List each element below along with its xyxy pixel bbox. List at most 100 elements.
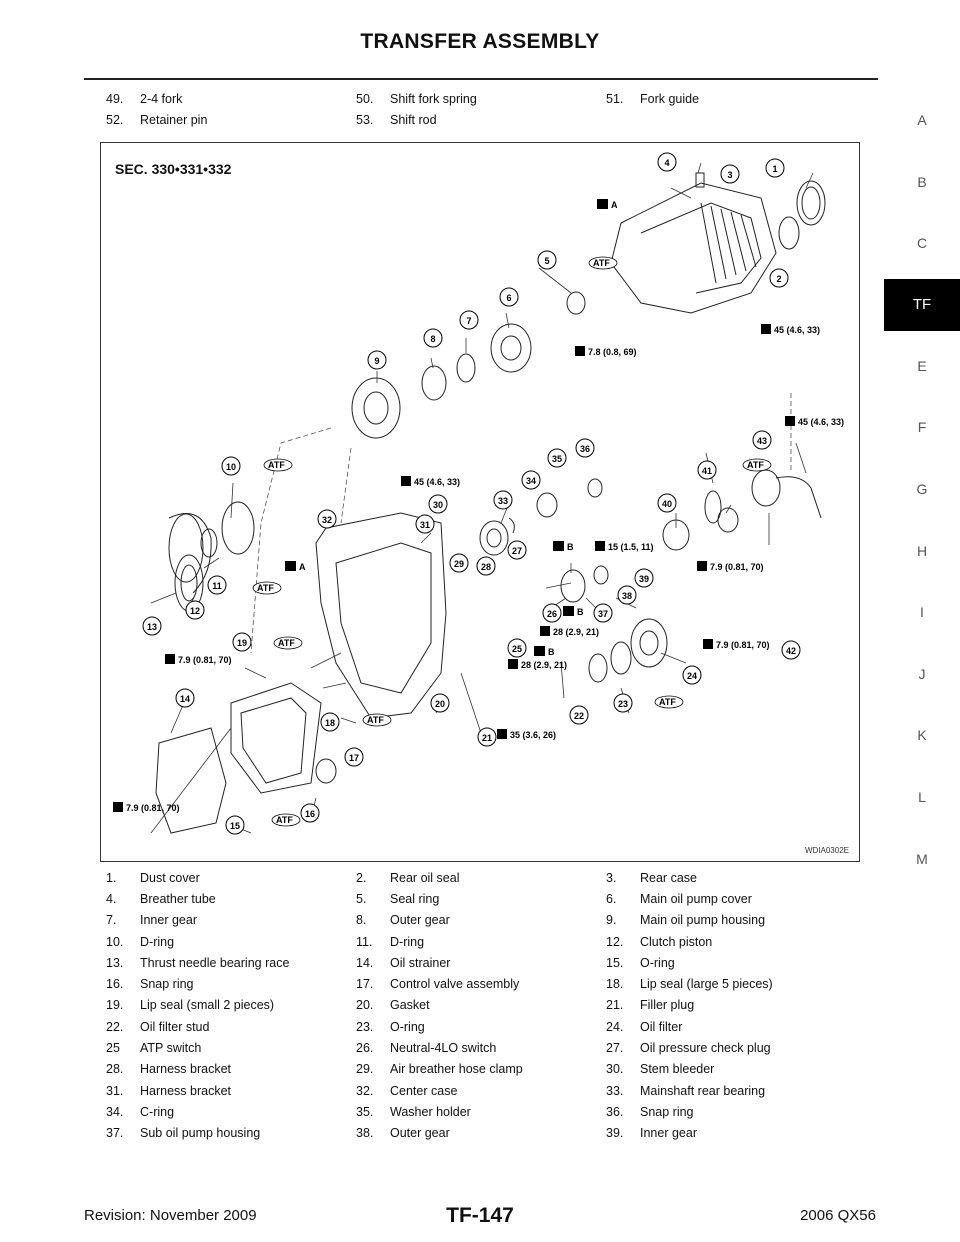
callout-number: 30 [433,500,443,510]
callout-number: 7 [466,316,471,326]
section-tab-i[interactable]: I [920,604,924,621]
callout-circle [657,493,677,513]
legend-item-label: Washer holder [390,1104,471,1119]
section-tab-b[interactable]: B [917,173,927,190]
section-tab-c[interactable]: C [916,235,928,252]
legend-item: 15.O-ring [606,956,856,970]
callout-number: 18 [325,718,335,728]
callout-circle [415,514,435,534]
callout-circle [593,603,613,623]
torque-icon [595,541,605,551]
rear-case-detail [640,202,762,294]
legend-item-label: Stem bleeder [640,1062,715,1077]
callout-22: 22 [569,705,589,725]
legend-item-label: Thrust needle bearing race [140,955,290,970]
legend-item: 49.2-4 fork [106,92,356,106]
callout-circle [507,540,527,560]
legend-item-label: Oil filter stud [140,1019,210,1034]
legend-item: 7.Inner gear [106,913,356,927]
sealant-letter: B [577,607,584,617]
callout-16: 16 [300,803,320,823]
legend-item-number: 38. [356,1126,374,1141]
callout-8: 8 [423,328,443,348]
section-tab-tf[interactable]: TF [884,278,960,331]
torque-spec: 35 (3.6, 26) [510,730,556,740]
callout-number: 1 [772,164,777,174]
callout-31: 31 [415,514,435,534]
oil-filter-inner [639,630,659,656]
callout-32: 32 [317,509,337,529]
legend-item-number: 28. [106,1062,124,1077]
section-label: SEC. 330•331•332 [115,161,232,177]
section-tab-j[interactable]: J [918,665,926,682]
seal-ring [566,291,586,315]
leader-line [545,582,572,589]
legend-item-number: 37. [106,1126,124,1141]
legend-item: 16.Snap ring [106,977,356,991]
leader-line [538,267,572,294]
legend-item-label: C-ring [140,1104,175,1119]
callout-14: 14 [175,688,195,708]
dust-cover [796,180,826,226]
section-tab-m[interactable]: M [916,850,928,867]
leader-line [505,312,510,329]
legend-item: 51.Fork guide [606,92,856,106]
callout-circle [430,693,450,713]
center-case-detail [335,542,432,694]
section-tab-g[interactable]: G [916,480,928,497]
legend-item: 28.Harness bracket [106,1062,356,1076]
callout-circle [507,638,527,658]
d-ring-small [200,528,218,558]
section-tab-e[interactable]: E [917,357,927,374]
legend-item-number: 21. [606,998,624,1013]
legend-item: 38.Outer gear [356,1126,606,1140]
atf-label: ATF [278,638,295,648]
legend-item-number: 20. [356,998,374,1013]
legend-item-number: 15. [606,955,624,970]
legend-item-label: Lip seal (small 2 pieces) [140,998,275,1013]
callout-circle [547,448,567,468]
sealant-letter: A [299,562,306,572]
callout-circle [225,815,245,835]
legend-item-label: Harness bracket [140,1083,232,1098]
legend-item-label: Main oil pump cover [640,891,752,906]
sub-oil-pump-gear [593,565,609,585]
callout-number: 9 [374,356,379,366]
legend-item-label: Breather tube [140,891,216,906]
callout-circle [765,158,785,178]
torque-spec: 28 (2.9, 21) [553,627,599,637]
callout-27: 27 [507,540,527,560]
callout-number: 25 [512,644,522,654]
torque-icon [508,659,518,669]
callout-29: 29 [449,553,469,573]
diagram-drawing: 1234567891011121314151617181920212223242… [113,152,844,835]
callout-circle [142,616,162,636]
callout-circle [537,250,557,270]
breather-tube [695,172,705,188]
section-tab-l[interactable]: L [918,788,926,805]
callout-circle [493,490,513,510]
callout-number: 33 [498,496,508,506]
legend-item-label: Inner gear [140,913,197,928]
section-tab-k[interactable]: K [917,727,927,744]
callout-2: 2 [769,268,789,288]
section-tab-a[interactable]: A [917,112,927,128]
callout-17: 17 [344,747,364,767]
dashed-guide [250,393,792,654]
callout-21: 21 [477,727,497,747]
section-tab-h[interactable]: H [916,542,928,559]
legend-item-number: 34. [106,1104,124,1119]
leader-line [170,704,184,734]
switch-harness [775,476,822,519]
callout-10: 10 [221,456,241,476]
main-oil-pump-cover [490,323,532,373]
callout-3: 3 [720,164,740,184]
section-tab-f[interactable]: F [917,419,927,436]
legend-item-label: Fork guide [640,91,700,106]
legend-item-label: Lip seal (large 5 pieces) [640,977,773,992]
